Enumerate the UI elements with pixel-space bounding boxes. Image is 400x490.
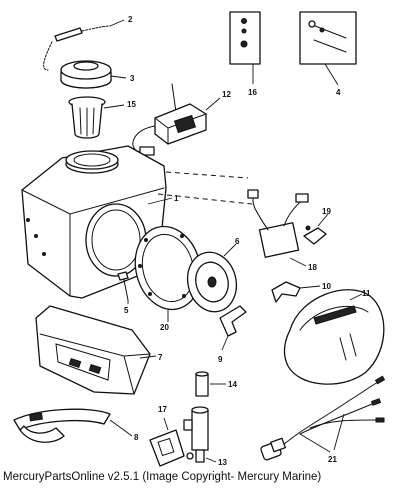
- callout-18: 18: [308, 263, 317, 272]
- callout-21: 21: [328, 455, 337, 464]
- callout-8: 8: [134, 433, 139, 442]
- callout-17: 17: [158, 405, 167, 414]
- part-6-plate[interactable]: [181, 243, 242, 317]
- part-14-fitting[interactable]: [195, 371, 226, 397]
- image-caption: MercuryPartsOnline v2.5.1 (Image Copyrig…: [3, 471, 322, 483]
- part-11-cover[interactable]: [283, 289, 385, 385]
- callout-4: 4: [336, 88, 341, 97]
- part-9-latch[interactable]: [219, 305, 247, 351]
- part-5-screw[interactable]: [117, 271, 129, 304]
- part-7-tray[interactable]: [35, 305, 157, 395]
- callout-7: 7: [158, 353, 163, 362]
- part-12-sender-unit[interactable]: [132, 83, 221, 156]
- part-2-tether-cord[interactable]: [43, 19, 125, 71]
- callout-16: 16: [248, 88, 257, 97]
- callout-19: 19: [322, 207, 331, 216]
- callout-10: 10: [322, 282, 331, 291]
- callout-11: 11: [362, 289, 371, 298]
- callout-3: 3: [130, 74, 135, 83]
- callout-14: 14: [228, 380, 237, 389]
- part-15-filter-screen[interactable]: [68, 96, 125, 139]
- callout-9: 9: [218, 355, 223, 364]
- part-18-connector-block[interactable]: [247, 189, 309, 267]
- part-10-clip[interactable]: [271, 281, 321, 303]
- assembly-line: [157, 193, 253, 205]
- callout-5: 5: [124, 306, 129, 315]
- assembly-line: [165, 171, 249, 179]
- part-17-bracket-plate[interactable]: [149, 417, 185, 467]
- part-3-fuel-cap[interactable]: [60, 60, 127, 89]
- callout-15: 15: [127, 100, 136, 109]
- part-1-fuel-tank[interactable]: [21, 145, 173, 299]
- callout-20: 20: [160, 323, 169, 332]
- part-13-valve[interactable]: [183, 406, 217, 463]
- part-21-wiring-harness[interactable]: [260, 375, 386, 461]
- callout-13: 13: [218, 458, 227, 467]
- callout-6: 6: [235, 237, 240, 246]
- part-8-strap[interactable]: [13, 408, 133, 443]
- part-19-bracket[interactable]: [303, 213, 329, 245]
- callout-12: 12: [222, 90, 231, 99]
- callout-2: 2: [128, 15, 133, 24]
- part-16-hardware-box[interactable]: [229, 11, 261, 84]
- callout-1: 1: [174, 194, 179, 203]
- part-4-hardware-box[interactable]: [299, 11, 357, 86]
